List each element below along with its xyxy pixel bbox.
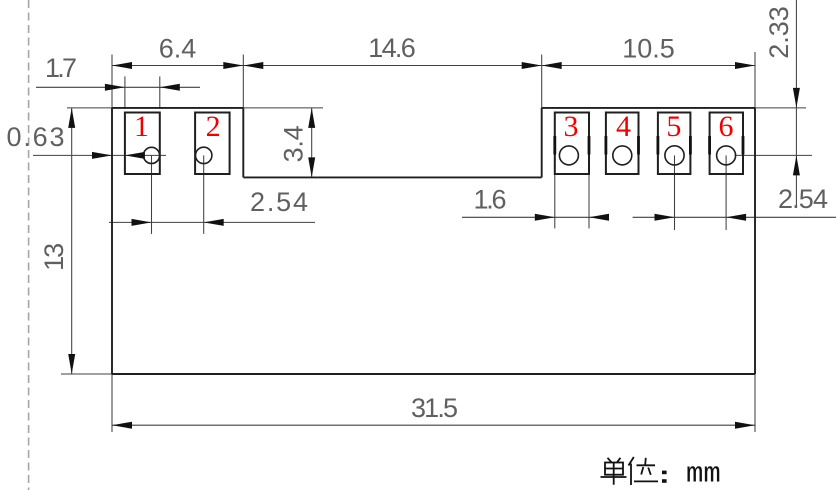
svg-text:10.5: 10.5 [622,34,675,64]
svg-text:5: 5 [666,110,681,143]
svg-text:2.54: 2.54 [250,187,308,217]
svg-text:3.4: 3.4 [279,125,309,162]
svg-text:2.33: 2.33 [764,6,794,59]
svg-text:2: 2 [206,110,221,143]
svg-text:31.5: 31.5 [411,393,458,423]
svg-text:0.63: 0.63 [7,122,65,152]
svg-text:6: 6 [719,110,734,143]
svg-text:1.6: 1.6 [474,185,507,215]
svg-text:mm: mm [686,458,721,490]
svg-text:2.54: 2.54 [778,184,828,214]
svg-text:3: 3 [564,110,579,143]
svg-text:14.6: 14.6 [368,33,416,63]
svg-text:4: 4 [616,110,631,143]
svg-text:1: 1 [134,110,149,143]
svg-text:13: 13 [39,243,69,271]
svg-text:6.4: 6.4 [159,34,197,64]
svg-text:1.7: 1.7 [45,53,77,83]
